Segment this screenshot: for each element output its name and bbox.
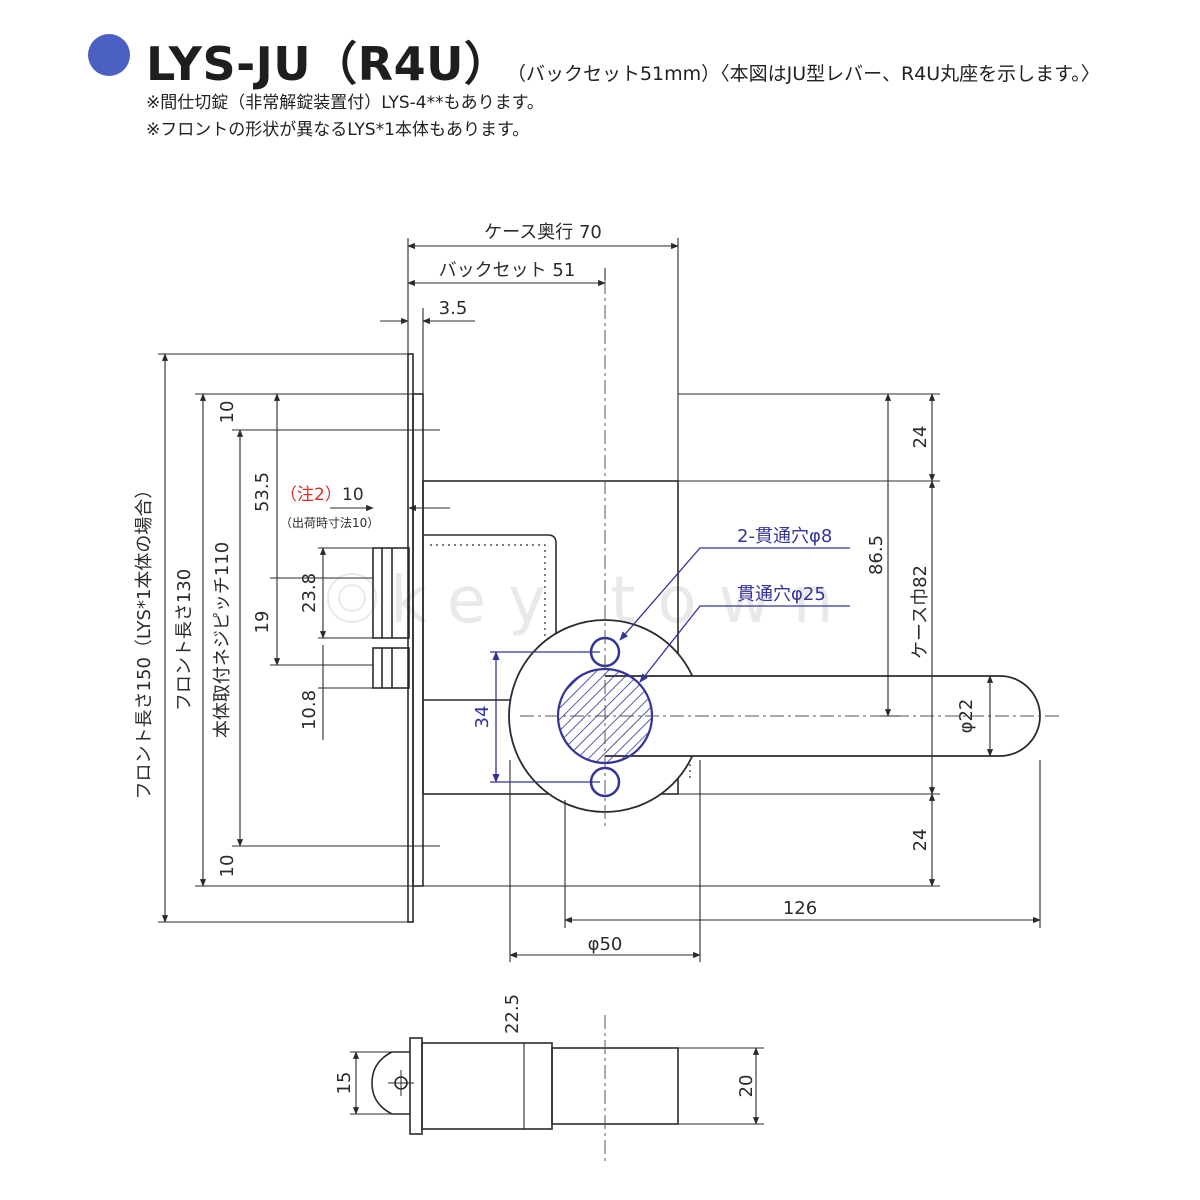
- note-front-shape: ※フロントの形状が異なるLYS*1本体もあります。: [146, 120, 530, 140]
- dimension-labels: ケース奥行 70 バックセット 51 3.5 フロント長さ150（LYS*1本体…: [134, 222, 977, 955]
- label-126: 126: [783, 898, 817, 919]
- label-right-24-top: 24: [910, 426, 931, 449]
- dimension-lines: [158, 238, 1041, 962]
- side-dimension-lines: [350, 1042, 764, 1130]
- model-subtitle: （バックセット51mm）〈本図はJU型レバー、R4U丸座を示します。〉: [516, 63, 1100, 85]
- note-partition-lock: ※間仕切錠（非常解錠装置付）LYS-4**もあります。: [146, 93, 544, 113]
- label-case-width: ケース巾82: [910, 565, 931, 659]
- label-top-10: 10: [217, 401, 238, 424]
- lock-body-side-view: [371, 1037, 679, 1135]
- front-plate: [412, 393, 424, 887]
- model-title: LYS-JU（R4U）: [146, 37, 511, 91]
- label-backset: バックセット 51: [439, 260, 576, 281]
- label-34: 34: [472, 706, 493, 729]
- blue-dimensions: [490, 547, 850, 783]
- label-screw-pitch: 本体取付ネジピッチ110: [212, 542, 233, 738]
- label-note2: （注2）: [280, 485, 342, 505]
- label-lever-22: φ22: [956, 699, 977, 734]
- latch-bolt: [372, 547, 410, 639]
- label-front-length-150: フロント長さ150（LYS*1本体の場合）: [134, 481, 155, 800]
- label-86-5: 86.5: [866, 535, 887, 575]
- label-19: 19: [252, 611, 273, 634]
- center-lines: [520, 280, 1060, 830]
- bolt-housing: [423, 534, 557, 701]
- dead-bolt: [372, 647, 410, 689]
- label-side-20: 20: [736, 1075, 757, 1098]
- label-right-24-bottom: 24: [910, 829, 931, 852]
- label-note2-value: 10: [342, 485, 364, 505]
- label-note2-sub: （出荷時寸法10）: [280, 516, 379, 530]
- title-bullet-icon: [88, 34, 130, 76]
- label-side-22-5: 22.5: [502, 994, 523, 1034]
- side-dimension-labels: 22.5 15 20: [334, 994, 757, 1097]
- label-rose-50: φ50: [588, 934, 623, 955]
- label-10-8: 10.8: [299, 690, 320, 730]
- label-side-15: 15: [334, 1072, 355, 1095]
- title-line: LYS-JU（R4U）（バックセット51mm）〈本図はJU型レバー、R4U丸座を…: [146, 28, 1100, 94]
- label-bottom-10: 10: [217, 855, 238, 878]
- side-case-part1: [421, 1042, 553, 1130]
- label-front-thickness: 3.5: [439, 298, 468, 319]
- label-case-depth: ケース奥行 70: [484, 222, 602, 243]
- side-case-part2: [551, 1047, 679, 1125]
- side-front-plate: [409, 1037, 423, 1135]
- label-front-length-130: フロント長さ130: [174, 569, 195, 711]
- header: LYS-JU（R4U）（バックセット51mm）〈本図はJU型レバー、R4U丸座を…: [0, 0, 1200, 150]
- label-through-hole-25: 貫通穴φ25: [737, 584, 826, 605]
- label-through-hole-8: 2-貫通穴φ8: [737, 526, 832, 547]
- side-latch: [371, 1051, 410, 1115]
- label-23-8: 23.8: [299, 573, 320, 613]
- label-53-5: 53.5: [252, 472, 273, 512]
